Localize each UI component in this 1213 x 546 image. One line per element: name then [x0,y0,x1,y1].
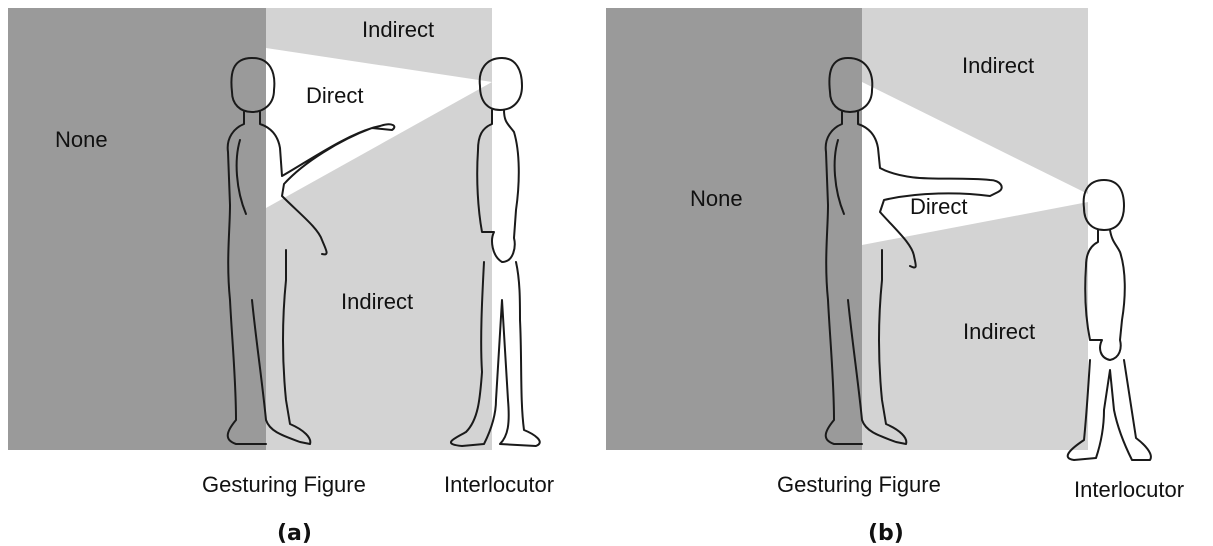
panel-caption-a: (a) [277,521,312,546]
none-zone [8,8,266,450]
label-interlocutor: Interlocutor [1074,477,1184,502]
label-none: None [55,127,108,152]
label-indirect-bottom: Indirect [341,289,413,314]
label-indirect-top: Indirect [362,17,434,42]
label-gesturing-figure: Gesturing Figure [202,472,366,497]
label-indirect-bottom: Indirect [963,319,1035,344]
label-none: None [690,186,743,211]
label-gesturing-figure: Gesturing Figure [777,472,941,497]
label-interlocutor: Interlocutor [444,472,554,497]
panel-b: Indirect Direct None Indirect Gesturing … [606,8,1184,546]
none-zone [606,8,862,450]
label-direct: Direct [306,83,363,108]
label-direct: Direct [910,194,967,219]
panel-caption-b: (b) [868,521,904,546]
label-indirect-top: Indirect [962,53,1034,78]
panel-a: Indirect Direct None Indirect Gesturing … [8,8,554,546]
